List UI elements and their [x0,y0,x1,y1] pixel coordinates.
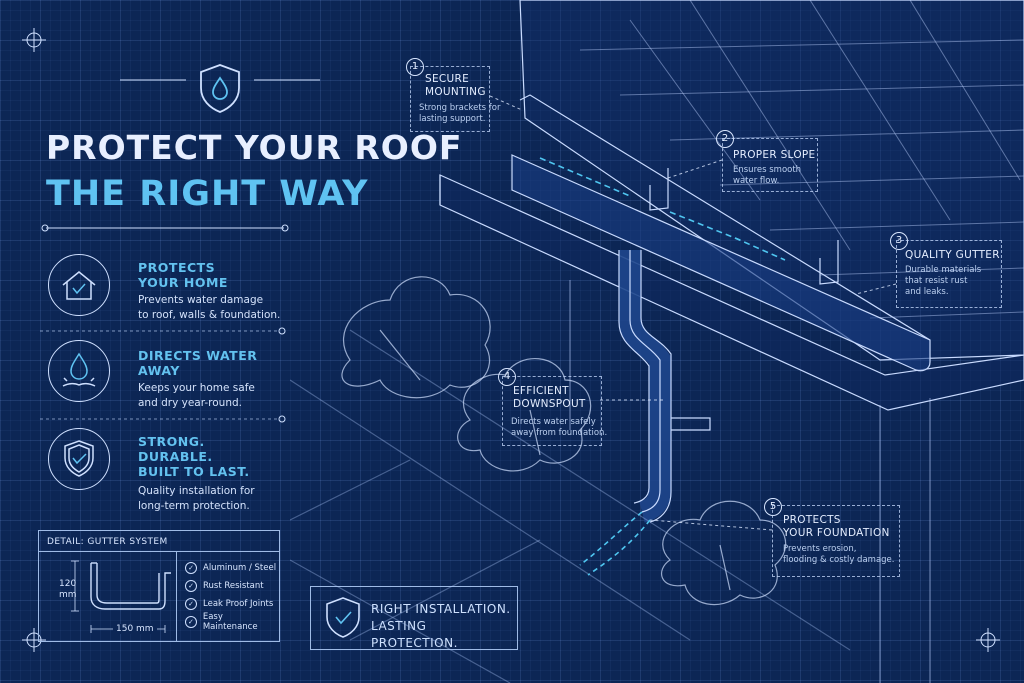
height-unit: mm [59,590,77,600]
check-circle-icon: ✓ [185,598,197,610]
check-item: ✓ Easy Maintenance [185,612,279,632]
detail-title: DETAIL: GUTTER SYSTEM [47,537,168,547]
height-value: 120 [59,579,77,589]
ornament-lines [120,79,320,81]
shield-check-icon [48,428,110,490]
callout-2-title: PROPER SLOPE [733,149,816,161]
house-check-icon [48,254,110,316]
banner-text: RIGHT INSTALLATION.LASTING PROTECTION. [371,602,511,650]
check-item: ✓ Leak Proof Joints [185,595,279,613]
check-item: ✓ Rust Resistant [185,577,279,595]
divider [40,327,286,335]
check-circle-icon: ✓ [185,562,197,574]
headline-divider [41,224,289,232]
check-circle-icon: ✓ [185,580,197,592]
callout-5-desc: Prevents erosion,flooding & costly damag… [783,544,895,565]
water-drop-icon [48,340,110,402]
detail-panel: DETAIL: GUTTER SYSTEM 120 mm 150 mm ✓ Al… [38,530,280,642]
shield-check-icon [326,597,360,638]
callout-5-number: 5 [764,498,782,516]
headline-line-1: PROTECT YOUR ROOF [46,128,463,167]
callout-3-title: QUALITY GUTTER [905,249,1000,261]
width-label: 150 mm [113,624,157,634]
check-circle-icon: ✓ [185,616,197,628]
protection-banner: RIGHT INSTALLATION.LASTING PROTECTION. [310,586,518,650]
gutter-illustration [290,0,1024,683]
headline-line-2: THE RIGHT WAY [46,174,369,214]
check-list: ✓ Aluminum / Steel ✓ Rust Resistant ✓ Le… [185,559,279,632]
check-item: ✓ Aluminum / Steel [185,559,279,577]
shield-drop-icon [196,62,244,114]
feature-3-title: STRONG.DURABLE.BUILT TO LAST. [138,434,250,479]
divider [40,415,286,423]
